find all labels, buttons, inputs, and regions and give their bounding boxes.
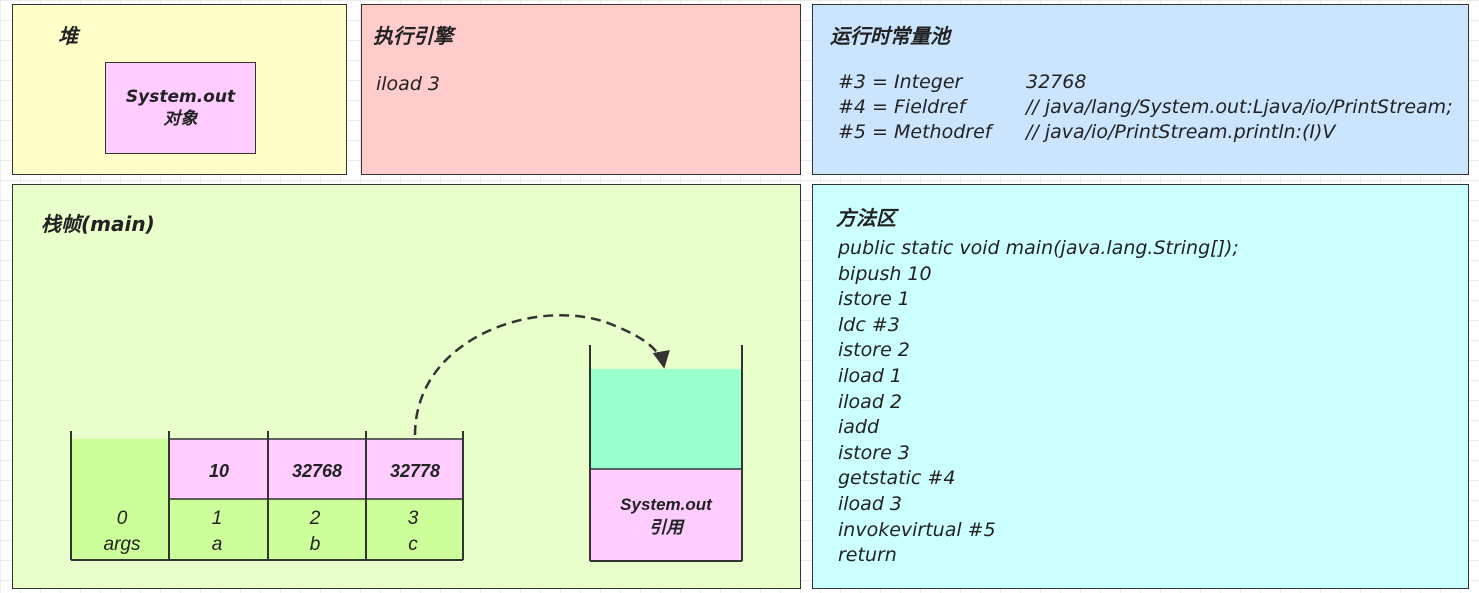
method-area-title: 方法区 — [836, 206, 896, 230]
constant-pool-title: 运行时常量池 — [830, 24, 950, 48]
constant-value: 32768 — [1026, 71, 1087, 93]
system-out-object: System.out 对象 — [105, 62, 256, 154]
slot-index-3: 3 — [408, 508, 419, 529]
slot-name-args: args — [104, 534, 141, 555]
bytecode-line: iload 1 — [838, 364, 903, 387]
local-variable-table: 10 32768 32778 0 args 1 a 2 b 3 c — [70, 431, 464, 561]
stack-frame-title: 栈帧(main) — [41, 212, 155, 236]
operand-item-name: System.out — [620, 495, 713, 514]
slot-name-b: b — [310, 534, 321, 555]
slot-index-1: 1 — [212, 508, 223, 529]
bytecode-line: istore 2 — [838, 339, 910, 362]
slot-value-c: 32778 — [390, 461, 440, 481]
bytecode-line: return — [838, 544, 897, 567]
heap-title: 堆 — [58, 24, 78, 48]
slot-name-a: a — [212, 534, 223, 555]
operand-stack-top-slot — [591, 369, 741, 469]
bytecode-line: getstatic #4 — [838, 467, 956, 490]
constant-pool-entry: #4 = Fieldref // java/lang/System.out:Lj… — [838, 95, 1453, 120]
operand-stack-item — [591, 469, 741, 561]
bytecode-list: public static void main(java.lang.String… — [838, 236, 1239, 569]
slot-value-a: 10 — [209, 461, 229, 481]
slot-index-cell-a — [169, 499, 268, 560]
operand-item-kind: 引用 — [649, 518, 685, 538]
bytecode-line: istore 3 — [838, 441, 910, 464]
slot-index-2: 2 — [309, 508, 321, 529]
constant-pool-panel: 运行时常量池 #3 = Integer 32768 #4 = Fieldref … — [812, 4, 1469, 175]
method-area-panel: 方法区 public static void main(java.lang.St… — [812, 184, 1469, 589]
constant-pool-entry: #3 = Integer 32768 — [838, 70, 1086, 95]
load-arrow — [413, 314, 670, 436]
slot-value-cell-c — [366, 439, 463, 499]
constant-ref: #5 = Methodref — [838, 121, 992, 143]
slot-index-cell-c — [366, 499, 463, 560]
bytecode-line: iload 3 — [838, 492, 903, 515]
bytecode-line: iload 2 — [838, 390, 903, 413]
constant-value: // java/io/PrintStream.println:(I)V — [1026, 121, 1336, 143]
slot-index-cell-b — [268, 499, 366, 560]
slot-value-b: 32768 — [292, 461, 342, 481]
heap-object-name: System.out — [125, 87, 236, 107]
bytecode-line: ldc #3 — [838, 313, 900, 336]
slot-name-c: c — [408, 534, 418, 555]
execution-engine-panel: 执行引擎 iload 3 — [361, 4, 801, 175]
engine-title: 执行引擎 — [373, 24, 453, 48]
heap-panel: 堆 System.out 对象 — [12, 4, 347, 175]
bytecode-line: bipush 10 — [838, 262, 932, 285]
constant-value: // java/lang/System.out:Ljava/io/PrintSt… — [1026, 96, 1453, 118]
stack-frame-diagram: 10 32768 32778 0 args 1 a 2 b 3 c System… — [70, 314, 743, 562]
slot-value-cell-b — [268, 439, 366, 499]
bytecode-line: invokevirtual #5 — [838, 518, 996, 541]
bytecode-line: iadd — [838, 416, 880, 439]
operand-stack: System.out 引用 — [589, 345, 743, 562]
slot-value-cell-a — [169, 439, 268, 499]
constant-ref: #3 = Integer — [838, 71, 963, 93]
local-slot-args — [71, 439, 169, 560]
slot-index-0: 0 — [117, 508, 128, 529]
bytecode-line: istore 1 — [838, 288, 910, 311]
method-signature: public static void main(java.lang.String… — [838, 237, 1239, 259]
stack-frame-panel: 栈帧(main) — [12, 184, 801, 589]
constant-pool-entry: #5 = Methodref // java/io/PrintStream.pr… — [838, 120, 1335, 145]
heap-object-kind: 对象 — [163, 109, 198, 129]
current-instruction: iload 3 — [376, 73, 441, 95]
constant-ref: #4 = Fieldref — [838, 96, 966, 118]
